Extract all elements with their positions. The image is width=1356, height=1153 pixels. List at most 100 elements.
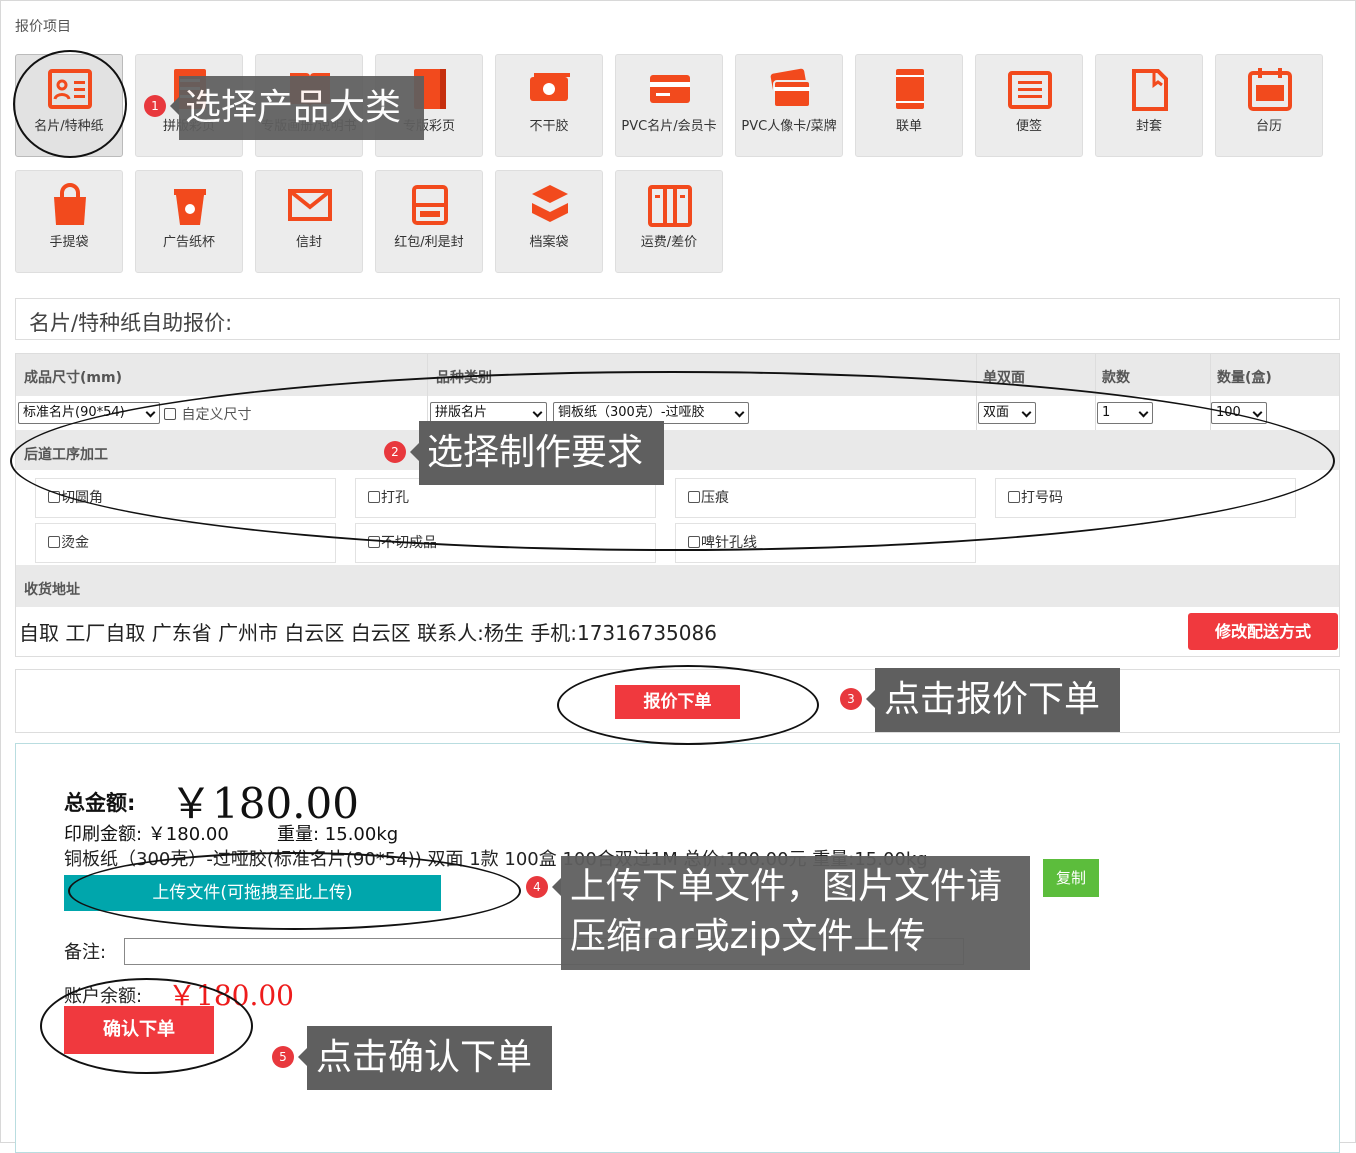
pvc-card-icon	[650, 75, 690, 103]
product-business-card[interactable]: 名片/特种纸	[15, 54, 123, 157]
remark-label: 备注:	[64, 942, 107, 963]
custom-size-checkbox[interactable]	[164, 408, 176, 420]
styles-select[interactable]: 1	[1097, 402, 1153, 424]
product-label: 台历	[1255, 119, 1282, 134]
option-label: 啤针孔线	[701, 535, 757, 551]
paper-select[interactable]: 铜板纸（300克）-过哑胶	[553, 402, 749, 424]
styles-select-value: 1	[1102, 405, 1111, 420]
product-label: PVC名片/会员卡	[621, 119, 717, 134]
envelope-icon	[288, 189, 332, 221]
sides-select[interactable]: 双面	[978, 402, 1036, 424]
upload-button[interactable]: 上传文件(可拖拽至此上传)	[64, 875, 441, 911]
sides-select-value: 双面	[983, 405, 1010, 420]
option-checkbox[interactable]	[368, 536, 380, 548]
tip-pointer	[298, 1048, 307, 1066]
product-label: 信封	[295, 235, 322, 250]
cup-icon	[174, 189, 206, 225]
product-envelope[interactable]: 信封	[255, 170, 363, 273]
quote-title: 名片/特种纸自助报价:	[29, 311, 233, 335]
red-packet-icon	[412, 185, 448, 225]
address-title: 收货地址	[24, 582, 80, 598]
total-label: 总金额:	[64, 791, 136, 815]
paper-select-value: 铜板纸（300克）-过哑胶	[558, 405, 705, 420]
photo-card-icon	[770, 68, 811, 108]
option-crease[interactable]: 压痕	[675, 478, 976, 518]
option-label: 打孔	[381, 490, 409, 506]
product-shipping[interactable]: 运费/差价	[615, 170, 723, 273]
balance-label: 账户余额:	[64, 986, 143, 1007]
product-sticker[interactable]: 不干胶	[495, 54, 603, 157]
chevron-down-icon	[734, 407, 745, 418]
option-checkbox[interactable]	[48, 491, 60, 503]
step-badge-3: 3	[840, 688, 862, 710]
step-badge-1: 1	[144, 95, 166, 117]
post-process-row	[16, 430, 1339, 470]
product-bag[interactable]: 手提袋	[15, 170, 123, 273]
custom-size-label: 自定义尺寸	[181, 407, 252, 423]
quantity-select-value: 100	[1216, 405, 1241, 420]
product-label: 档案袋	[529, 235, 569, 250]
step-badge-4: 4	[526, 876, 548, 898]
chevron-down-icon	[1252, 407, 1263, 418]
section-title: 报价项目	[15, 19, 71, 35]
product-label: 红包/利是封	[394, 235, 464, 250]
option-label: 压痕	[701, 490, 729, 506]
tip-pointer	[410, 443, 419, 461]
product-label: 不干胶	[529, 119, 569, 134]
option-label: 不切成品	[381, 535, 437, 551]
confirm-order-button[interactable]: 确认下单	[64, 1006, 214, 1054]
product-archive-bag[interactable]: 档案袋	[495, 170, 603, 273]
option-checkbox[interactable]	[688, 536, 700, 548]
tip-2: 选择制作要求	[419, 421, 664, 485]
option-checkbox[interactable]	[1008, 491, 1020, 503]
option-checkbox[interactable]	[48, 536, 60, 548]
tip-pointer	[170, 97, 179, 115]
step-badge-5: 5	[272, 1046, 294, 1068]
notepad-icon	[1008, 71, 1052, 109]
chevron-down-icon	[532, 407, 543, 418]
custom-size-option[interactable]: 自定义尺寸	[164, 404, 251, 424]
form-icon	[896, 69, 924, 109]
product-label: 联单	[895, 119, 922, 134]
product-pvc-card[interactable]: PVC名片/会员卡	[615, 54, 723, 157]
tip-4: 上传下单文件，图片文件请压缩rar或zip文件上传	[561, 856, 1030, 970]
copy-button[interactable]: 复制	[1043, 859, 1099, 897]
option-checkbox[interactable]	[368, 491, 380, 503]
product-folder[interactable]: 封套	[1095, 54, 1203, 157]
kind-select-value: 拼版名片	[435, 405, 488, 420]
header-sides: 单双面	[983, 370, 1025, 386]
option-round-corner[interactable]: 切圆角	[35, 478, 336, 518]
option-no-cut[interactable]: 不切成品	[355, 523, 656, 563]
product-label: 封套	[1135, 119, 1162, 134]
size-select-value: 标准名片(90*54)	[23, 405, 125, 420]
quote-order-button[interactable]: 报价下单	[615, 685, 740, 719]
print-amount: 印刷金额: ￥180.00	[64, 824, 229, 845]
product-label: 便签	[1015, 119, 1042, 134]
kind-select[interactable]: 拼版名片	[430, 402, 547, 424]
quantity-select[interactable]: 100	[1211, 402, 1267, 424]
option-checkbox[interactable]	[688, 491, 700, 503]
post-process-title: 后道工序加工	[24, 447, 108, 463]
option-perforation[interactable]: 啤针孔线	[675, 523, 976, 563]
size-select[interactable]: 标准名片(90*54)	[18, 402, 160, 424]
product-red-packet[interactable]: 红包/利是封	[375, 170, 483, 273]
product-notepad[interactable]: 便签	[975, 54, 1083, 157]
option-hot-stamp[interactable]: 烫金	[35, 523, 336, 563]
option-numbering[interactable]: 打号码	[995, 478, 1296, 518]
step-badge-2: 2	[384, 441, 406, 463]
product-photo-card[interactable]: PVC人像卡/菜牌	[735, 54, 843, 157]
change-delivery-button[interactable]: 修改配送方式	[1188, 613, 1338, 650]
product-cup[interactable]: 广告纸杯	[135, 170, 243, 273]
address-header-row	[16, 565, 1339, 607]
header-styles: 款数	[1102, 370, 1130, 386]
folder-icon	[1132, 69, 1168, 111]
total-value: ￥180.00	[170, 779, 359, 828]
product-form[interactable]: 联单	[855, 54, 963, 157]
header-kind: 品种类别	[436, 370, 492, 386]
product-calendar[interactable]: 台历	[1215, 54, 1323, 157]
address-text: 自取 工厂自取 广东省 广州市 白云区 白云区 联系人:杨生 手机:173167…	[19, 621, 717, 645]
product-label: PVC人像卡/菜牌	[741, 119, 837, 134]
sticker-icon	[530, 73, 570, 101]
archive-bag-icon	[532, 185, 568, 222]
chevron-down-icon	[1021, 407, 1032, 418]
